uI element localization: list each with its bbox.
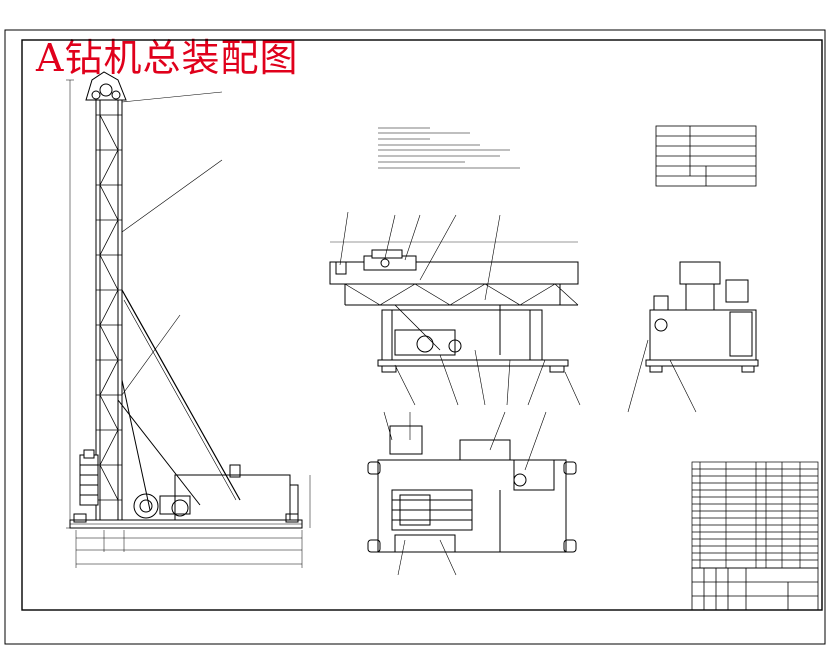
- technical-notes-block: [378, 127, 520, 169]
- rig-end-view: [645, 261, 759, 373]
- plan-view-leaders: [383, 411, 547, 576]
- rig-front-view: [329, 249, 579, 373]
- mast-callout-leaders: [121, 91, 223, 396]
- front-view-leaders: [330, 211, 581, 406]
- mast-dimensions: [66, 79, 311, 568]
- drawing-title: A钻机总装配图: [36, 36, 299, 80]
- end-view-leaders: [627, 339, 697, 413]
- title-block: [691, 567, 819, 611]
- parts-list: [691, 461, 819, 569]
- parameter-table: [655, 125, 757, 187]
- mast-side-view: [69, 71, 303, 529]
- rig-plan-view: [367, 425, 577, 553]
- sheet-border: [4, 29, 826, 645]
